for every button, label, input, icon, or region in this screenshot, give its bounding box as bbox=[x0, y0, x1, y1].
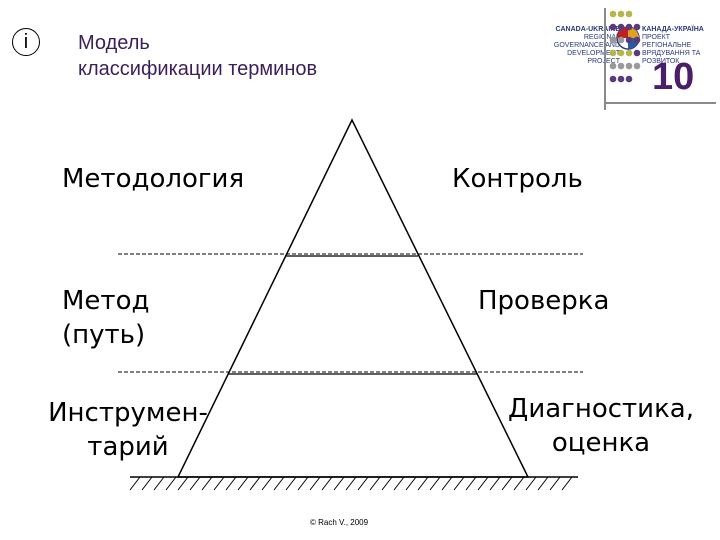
logo-en-line-2: REGIONAL GOVERNANCE AND bbox=[553, 34, 620, 49]
hatch-mark bbox=[381, 476, 393, 491]
hatch-mark bbox=[201, 476, 213, 491]
hatch-mark bbox=[429, 476, 441, 491]
hatch-mark bbox=[501, 476, 513, 491]
label-diagnostics-line-1: Диагностика, bbox=[508, 394, 694, 424]
logo-dot bbox=[617, 23, 625, 31]
hatch-mark bbox=[237, 476, 249, 491]
corner-divider-horizontal bbox=[606, 102, 716, 104]
label-diagnostics: Диагностика, оценка bbox=[496, 392, 706, 460]
label-method-line-2: (путь) bbox=[62, 320, 146, 350]
hatch-mark bbox=[249, 476, 261, 491]
hatch-mark bbox=[177, 476, 189, 491]
logo-dot bbox=[625, 75, 633, 83]
logo-dot bbox=[609, 36, 617, 44]
hatch-mark bbox=[405, 476, 417, 491]
hatch-mark bbox=[189, 476, 201, 491]
label-methodology: Методология bbox=[62, 164, 245, 194]
label-method-line-1: Метод bbox=[62, 286, 150, 316]
info-icon: i bbox=[12, 28, 40, 56]
logo-dot bbox=[609, 75, 617, 83]
logo-en-line-1: CANADA-UKRAINE bbox=[555, 26, 620, 33]
hatch-mark bbox=[261, 476, 273, 491]
hatch-mark bbox=[141, 476, 153, 491]
logo-text-en: CANADA-UKRAINE REGIONAL GOVERNANCE AND D… bbox=[540, 26, 620, 66]
title-line-1: Модель bbox=[78, 32, 150, 54]
logo-dot bbox=[633, 62, 641, 70]
copyright-note: © Rach V., 2009 bbox=[310, 518, 369, 527]
label-method: Метод (путь) bbox=[62, 284, 149, 352]
logo-dot bbox=[617, 62, 625, 70]
logo-dot bbox=[625, 10, 633, 18]
hatch-mark bbox=[441, 476, 453, 491]
logo-dot bbox=[625, 49, 633, 57]
hatch-mark bbox=[309, 476, 321, 491]
logo-dot-grid bbox=[609, 10, 641, 83]
logo-ua-line-3: ВРЯДУВАННЯ ТА РОЗВИТОК bbox=[642, 50, 701, 65]
logo-dot bbox=[617, 75, 625, 83]
hatch-mark bbox=[153, 476, 165, 491]
logo-dot bbox=[609, 62, 617, 70]
logo-dot bbox=[633, 23, 641, 31]
logo-dot bbox=[609, 49, 617, 57]
slide-number: 10 bbox=[652, 56, 695, 98]
logo-dot bbox=[633, 36, 641, 44]
hatch-mark bbox=[393, 476, 405, 491]
logo-ua-line-1: КАНАДА-УКРАЇНА bbox=[642, 26, 704, 33]
label-diagnostics-line-2: оценка bbox=[551, 428, 651, 458]
ground-hatching bbox=[129, 476, 573, 491]
hatch-mark bbox=[357, 476, 369, 491]
logo-en-line-3: DEVELOPMENT PROJECT bbox=[567, 50, 620, 65]
hatch-mark bbox=[537, 476, 549, 491]
slide-title: Модель классификации терминов bbox=[78, 30, 438, 82]
hatch-mark bbox=[369, 476, 381, 491]
hatch-mark bbox=[453, 476, 465, 491]
logo-dot bbox=[625, 62, 633, 70]
label-check: Проверка bbox=[478, 286, 610, 316]
logo-ua-line-2: ПРОЕКТ РЕГІОНАЛЬНЕ bbox=[642, 34, 692, 49]
hatch-mark bbox=[129, 476, 141, 491]
label-control: Контроль bbox=[452, 164, 583, 194]
hatch-mark bbox=[561, 476, 573, 491]
logo-dot bbox=[633, 49, 641, 57]
hatch-mark bbox=[489, 476, 501, 491]
logo-text-ua: КАНАДА-УКРАЇНА ПРОЕКТ РЕГІОНАЛЬНЕ ВРЯДУВ… bbox=[642, 26, 716, 66]
hatch-mark bbox=[513, 476, 525, 491]
logo-dot bbox=[617, 36, 625, 44]
logo-dot bbox=[609, 23, 617, 31]
hatch-mark bbox=[525, 476, 537, 491]
title-line-2: классификации терминов bbox=[78, 58, 318, 80]
hatch-mark bbox=[333, 476, 345, 491]
hatch-mark bbox=[273, 476, 285, 491]
logo-dot bbox=[617, 10, 625, 18]
label-tools-line-1: Инструмен- bbox=[48, 398, 208, 428]
corner-divider-vertical bbox=[604, 8, 606, 110]
logo-dot bbox=[609, 10, 617, 18]
hatch-mark bbox=[225, 476, 237, 491]
hatch-mark bbox=[549, 476, 561, 491]
hatch-mark bbox=[345, 476, 357, 491]
hatch-mark bbox=[285, 476, 297, 491]
label-tools-line-2: тарий bbox=[87, 432, 169, 462]
hatch-mark bbox=[165, 476, 177, 491]
logo-dot bbox=[625, 36, 633, 44]
hatch-mark bbox=[213, 476, 225, 491]
label-tools: Инструмен- тарий bbox=[28, 396, 228, 464]
hatch-mark bbox=[417, 476, 429, 491]
hatch-mark bbox=[465, 476, 477, 491]
hatch-mark bbox=[297, 476, 309, 491]
logo-dot bbox=[625, 23, 633, 31]
hatch-mark bbox=[477, 476, 489, 491]
logo-dot bbox=[617, 49, 625, 57]
hatch-mark bbox=[321, 476, 333, 491]
